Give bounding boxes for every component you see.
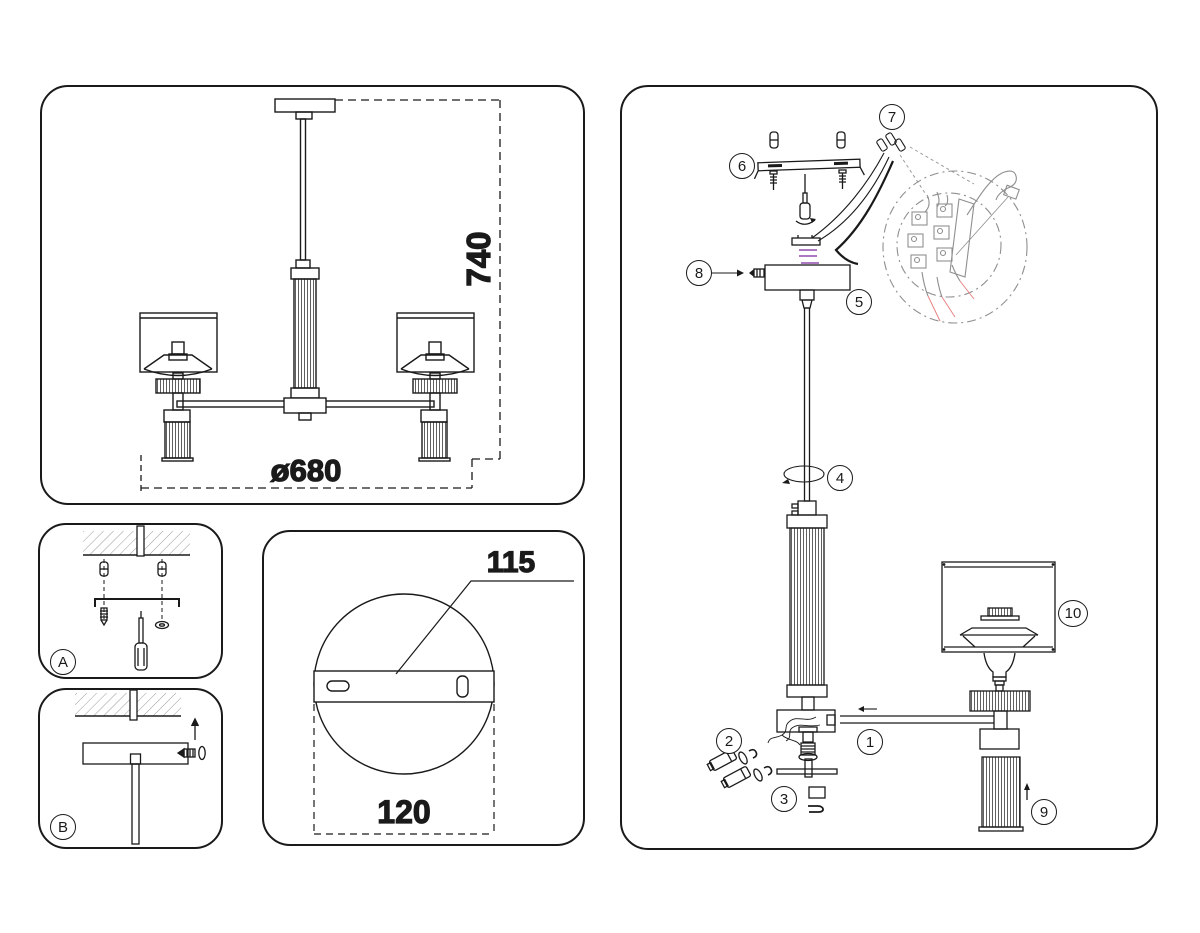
assembly-drawing: [706, 131, 1056, 832]
step-badge-1: 1: [857, 729, 883, 755]
assembly-panel: 1 2 3 4 5 6 7 8 9 10: [620, 85, 1158, 850]
wall-anchor-icons: [99, 561, 167, 577]
step-a-badge: A: [50, 649, 76, 675]
dimension-plate-diameter: 120: [313, 704, 495, 835]
dimension-hole-spacing: 115: [395, 545, 574, 675]
central-column: [786, 514, 828, 711]
mounting-bracket: [753, 158, 865, 180]
front-view-panel: 740 ø680: [40, 85, 585, 505]
ring-icon: [198, 745, 206, 761]
canopy-plate: [82, 742, 189, 845]
step-badge-6: 6: [729, 153, 755, 179]
supply-wires: [811, 132, 906, 266]
screwdriver-icon: [134, 611, 148, 671]
step-badge-9: 9: [1031, 799, 1057, 825]
detail-leader-lines: [899, 146, 975, 194]
step-badge-3: 3: [771, 786, 797, 812]
slot-hole-vertical: [456, 675, 469, 698]
ceiling-section: [83, 525, 190, 557]
front-view-drawing: 740 ø680: [139, 98, 501, 492]
step-a-drawing: [83, 525, 190, 671]
plate-diameter-label: 120: [377, 794, 430, 830]
step-b-badge: B: [50, 814, 76, 840]
side-screw-icon: [176, 747, 196, 759]
install-step-b-panel: B: [38, 688, 223, 849]
diameter-dim-label: ø680: [271, 453, 342, 488]
height-dim-label: 740: [460, 231, 497, 286]
wire-ends: [799, 249, 819, 264]
wire-connector-bar: [791, 235, 821, 246]
lamp-socket: [983, 652, 1016, 692]
dimension-height: 740: [335, 99, 501, 488]
canopy-plate: [764, 264, 851, 309]
lamp-shade: [941, 561, 1056, 653]
anchor-icons: [769, 131, 846, 149]
washer-icon: [154, 620, 170, 630]
rod-clamp: [791, 500, 817, 516]
up-arrow-icon: [1024, 783, 1030, 800]
hub-fasteners: [776, 726, 838, 778]
center-hub: [176, 397, 435, 421]
right-lamp: [396, 312, 475, 462]
step-badge-10: 10: [1058, 600, 1088, 627]
plate-detail-panel: 115 120: [262, 530, 585, 846]
rotate-arrow: [782, 465, 825, 484]
step-badge-7: 7: [879, 104, 905, 130]
mounting-bar: [313, 670, 495, 703]
wire-pointer-lines: [927, 280, 975, 322]
step-badge-8: 8: [686, 260, 712, 286]
step-badge-2: 2: [716, 728, 742, 754]
step-badge-5: 5: [846, 289, 872, 315]
wiring-detail-circle: [882, 170, 1028, 324]
screw-icons: [769, 169, 847, 190]
hanging-rod: [295, 118, 311, 269]
drill-guide-lines: [103, 559, 163, 619]
loose-wires: [767, 716, 821, 746]
central-column: [290, 267, 320, 399]
slot-hole-horizontal: [326, 680, 350, 692]
lamp-arm: [840, 706, 994, 724]
mounting-bracket: [94, 598, 180, 607]
gear-collar: [969, 690, 1031, 712]
up-arrow-icon: [190, 717, 200, 740]
suspension-rod: [803, 307, 811, 502]
ground-wire-loop: [955, 170, 1020, 256]
dimension-diameter: ø680: [140, 452, 472, 492]
terminal-block: [907, 191, 975, 298]
install-step-a-panel: A: [38, 523, 223, 679]
lamp-stem: [979, 710, 1020, 750]
terminal-connectors: [706, 716, 821, 789]
screw-icon: [100, 607, 108, 627]
ceiling-plate: [274, 98, 336, 120]
clip-parts: [808, 786, 826, 813]
plate-detail-drawing: 115 120: [313, 545, 574, 835]
lamp-cylinder: [978, 756, 1024, 832]
step-b-drawing: [75, 690, 206, 845]
left-lamp: [139, 312, 218, 462]
ceiling-section: [75, 690, 181, 721]
set-screw-callout: [712, 268, 765, 278]
screwdriver-icon: [795, 174, 816, 225]
hole-spacing-label: 115: [487, 546, 535, 579]
step-badge-4: 4: [827, 465, 853, 491]
